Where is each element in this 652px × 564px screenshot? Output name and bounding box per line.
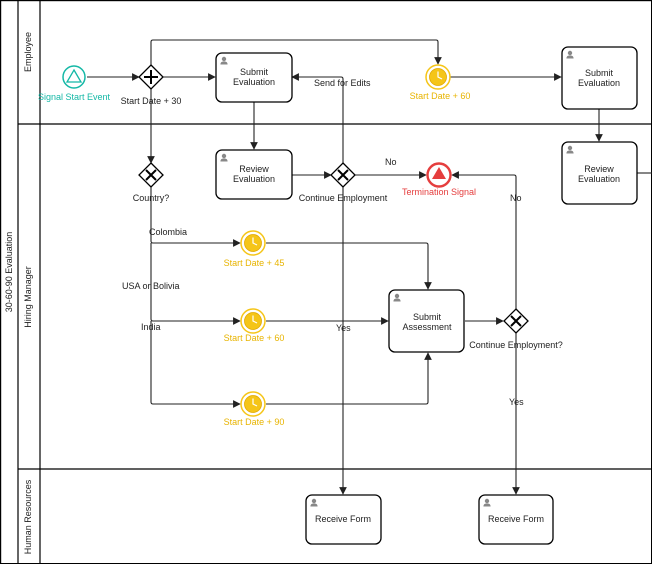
timer-90-label: Start Date + 90 (224, 417, 285, 427)
lane-employee-label: Employee (23, 32, 33, 72)
task-submit-evaluation[interactable]: Submit Evaluation (215, 52, 293, 103)
x-icon (337, 169, 349, 181)
task-label: Review (239, 164, 269, 174)
task-label: Assessment (402, 322, 452, 332)
flow-line (291, 73, 344, 163)
flow-line (266, 352, 432, 405)
timer-45-label: Start Date + 45 (224, 258, 285, 268)
gateway-start-date-30-label: Start Date + 30 (121, 96, 182, 106)
label-send-for-edits: Send for Edits (314, 78, 371, 88)
termination-signal-event[interactable]: Termination Signal (402, 162, 476, 198)
termination-signal-label: Termination Signal (402, 187, 476, 197)
parallel-gateway[interactable]: Start Date + 30 (121, 64, 182, 106)
task-receive-form[interactable]: Receive Form (305, 494, 382, 545)
x-icon (510, 315, 522, 327)
label-no: No (510, 193, 522, 203)
signal-start-label: Signal Start Event (38, 92, 111, 102)
flow-line (266, 242, 432, 290)
task-review-evaluation-2[interactable]: Review Evaluation (561, 141, 638, 205)
lane-human-resources-label: Human Resources (23, 479, 33, 554)
task-label: Receive Form (488, 514, 544, 524)
task-receive-form-2[interactable]: Receive Form (478, 494, 554, 545)
task-label: Receive Form (315, 514, 371, 524)
timer-event-top[interactable]: Start Date + 60 (410, 64, 471, 101)
task-label: Submit (585, 68, 614, 78)
task-submit-evaluation-2[interactable]: Submit Evaluation (561, 46, 638, 110)
flow-line (150, 243, 241, 325)
signal-start-event[interactable]: Signal Start Event (38, 65, 111, 102)
flow-line (150, 39, 442, 65)
timer-60-label: Start Date + 60 (224, 333, 285, 343)
sequence-flows (87, 39, 652, 495)
plus-icon (144, 70, 158, 84)
gateway-country-label: Country? (133, 193, 170, 203)
task-label: Review (584, 164, 614, 174)
lane-hiring-manager-label: Hiring Manager (23, 266, 33, 328)
pool-title: 30-60-90 Evaluation (4, 232, 14, 313)
signal-icon (432, 167, 446, 179)
x-icon (145, 169, 157, 181)
exclusive-gateway-continue-employment-2[interactable]: Continue Employment? (469, 308, 563, 350)
task-label: Evaluation (578, 78, 620, 88)
task-label: Evaluation (233, 174, 275, 184)
label-no: No (385, 157, 397, 167)
label-india: India (141, 322, 161, 332)
task-review-evaluation[interactable]: Review Evaluation (215, 149, 293, 200)
gateway-continue-employment-2-label: Continue Employment? (469, 340, 563, 350)
flow-line (451, 171, 517, 309)
signal-icon (65, 68, 83, 83)
timer-event-45[interactable]: Start Date + 45 (224, 230, 285, 268)
task-submit-assessment[interactable]: Submit Assessment (388, 289, 465, 353)
task-label: Submit (240, 67, 269, 77)
flow-line (150, 321, 241, 408)
task-label: Evaluation (233, 77, 275, 87)
label-yes: Yes (509, 397, 524, 407)
label-usa-or-bolivia: USA or Bolivia (122, 281, 180, 291)
exclusive-gateway-country[interactable]: Country? (133, 162, 170, 203)
flow-labels: Send for Edits No No Yes Yes Colombia US… (122, 78, 524, 407)
flow-line (150, 187, 241, 247)
label-colombia: Colombia (149, 227, 187, 237)
task-label: Evaluation (578, 174, 620, 184)
timer-event-90[interactable]: Start Date + 90 (224, 391, 285, 427)
task-label: Submit (413, 312, 442, 322)
gateway-continue-employment-label: Continue Employment (299, 193, 388, 203)
timer-top-label: Start Date + 60 (410, 91, 471, 101)
exclusive-gateway-continue-employment[interactable]: Continue Employment (299, 162, 388, 203)
timer-event-60[interactable]: Start Date + 60 (224, 308, 285, 343)
label-yes: Yes (336, 323, 351, 333)
